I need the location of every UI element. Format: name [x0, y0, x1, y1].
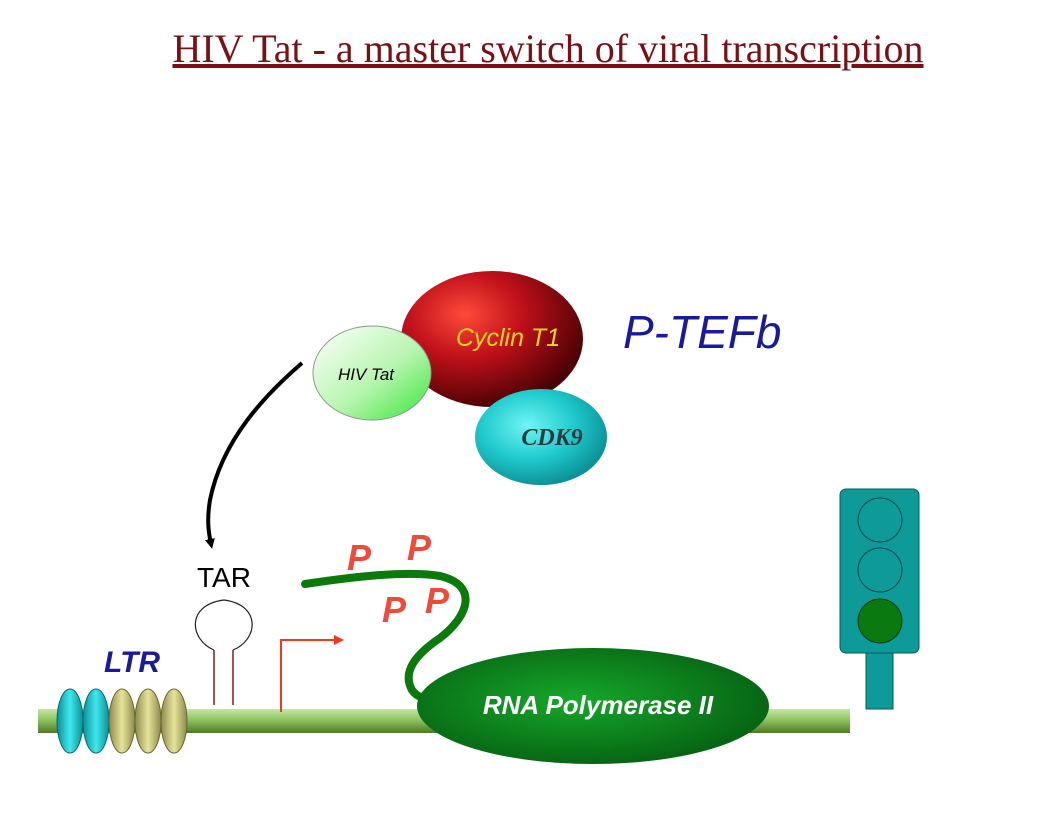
nascent-rna [301, 569, 470, 702]
traffic-light-pole [865, 652, 894, 710]
ptefb-label: P-TEFb [623, 306, 781, 358]
ltr-bead [56, 688, 84, 754]
cdk9 [475, 389, 607, 485]
cyclin-t1-label: Cyclin T1 [456, 324, 560, 352]
traffic-light-middle-lamp [857, 547, 903, 593]
ltr-bead [160, 688, 188, 754]
tat-to-tar-arrow [205, 361, 304, 549]
rna-polymerase-ii [417, 648, 769, 764]
page-title: HIV Tat - a master switch of viral trans… [172, 26, 923, 71]
traffic-light-top-lamp [857, 497, 903, 543]
cdk9-label: CDK9 [521, 425, 582, 451]
traffic-light [839, 488, 920, 710]
tar-stem-loop [194, 599, 253, 705]
phosphate-label: P [407, 527, 432, 568]
rna-polymerase-label: RNA Polymerase II [483, 690, 714, 720]
ltr-label: LTR [104, 646, 160, 679]
ltr-beads [56, 688, 188, 754]
ltr-bead [82, 688, 110, 754]
transcription-start-arrow [280, 635, 344, 712]
ltr-bead [134, 688, 162, 754]
tar-label: TAR [197, 562, 251, 593]
hiv-tat [312, 325, 432, 421]
phosphate-label: P [425, 580, 450, 621]
phosphate-label: P [347, 537, 372, 578]
phosphate-label: P [382, 589, 407, 630]
cyclin-t1 [401, 271, 583, 407]
hiv-tat-label: HIV Tat [338, 365, 395, 384]
ltr-bead [108, 688, 136, 754]
traffic-light-bottom-lamp-green [857, 598, 903, 644]
